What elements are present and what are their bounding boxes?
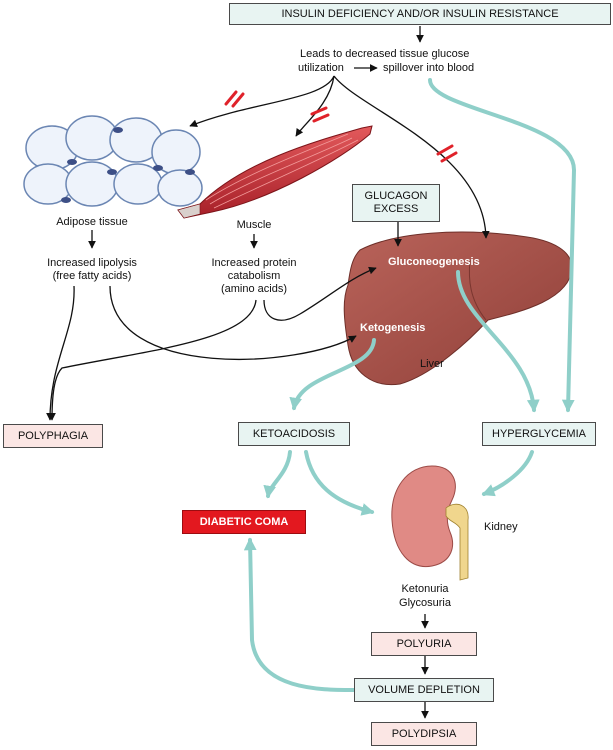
arrow-protein-to-polyphagia [48, 299, 257, 421]
arrow-protein-to-gluconeogenesis [263, 266, 377, 321]
adipose-tissue-illustration [23, 115, 203, 207]
liver-lobe-line [468, 259, 487, 321]
utilization-label: utilization [298, 62, 344, 74]
arrow-leads-to-adipose [189, 75, 335, 128]
arrow-volume-depletion-to-coma [243, 537, 356, 692]
glucagon-excess-box: GLUCAGON EXCESS [352, 184, 440, 222]
ketonuria-label: Ketonuria [401, 583, 449, 595]
arrow-gluconeogenesis-to-hyperglycemia [456, 270, 540, 413]
block-mark-adipose [224, 90, 245, 108]
arrow-ketoacidosis-to-kidney [304, 450, 375, 516]
muscle-label: Muscle [236, 219, 272, 231]
arrow-ketoacidosis-to-coma [263, 450, 292, 499]
protein-line3-label: (amino acids) [220, 283, 288, 295]
muscle-illustration [177, 125, 373, 219]
block-mark-liver [436, 144, 458, 163]
polydipsia-box: POLYDIPSIA [371, 722, 477, 746]
hyperglycemia-box: HYPERGLYCEMIA [482, 422, 596, 446]
lipolysis-line1-label: Increased lipolysis [47, 257, 137, 269]
block-mark-muscle [310, 106, 330, 123]
ketogenesis-label: Ketogenesis [360, 322, 426, 334]
glucagon-line2: EXCESS [373, 203, 419, 215]
arrow-leads-to-liver [333, 75, 490, 239]
polyphagia-box: POLYPHAGIA [3, 424, 103, 448]
glucagon-line1: GLUCAGON [364, 190, 428, 202]
protein-line2-label: catabolism [227, 270, 281, 282]
spillover-label: spillover into blood [383, 62, 475, 74]
volume-depletion-box: VOLUME DEPLETION [354, 678, 494, 702]
arrow-lipolysis-to-polyphagia [46, 285, 75, 421]
glycosuria-label: Glycosuria [399, 597, 451, 609]
ketoacidosis-box: KETOACIDOSIS [238, 422, 350, 446]
gluconeogenesis-label: Gluconeogenesis [388, 256, 480, 268]
liver-illustration [343, 231, 573, 386]
adipose-tissue-label: Adipose tissue [56, 216, 128, 228]
diabetic-coma-box: DIABETIC COMA [182, 510, 306, 534]
polyuria-box: POLYURIA [371, 632, 477, 656]
arrow-spillover-to-hyperglycemia [428, 78, 577, 413]
lipolysis-line2-label: (free fatty acids) [52, 270, 132, 282]
protein-line1-label: Increased protein [211, 257, 297, 269]
arrow-leads-to-muscle [295, 75, 335, 137]
leads-line1-label: Leads to decreased tissue glucose [300, 48, 470, 60]
arrow-hyperglycemia-to-kidney [481, 450, 534, 497]
arrow-lipolysis-to-ketogenesis [109, 285, 357, 361]
arrow-ketogenesis-to-ketoacidosis [289, 338, 376, 411]
kidney-label: Kidney [484, 521, 518, 533]
liver-label: Liver [420, 358, 444, 370]
insulin-deficiency-box: INSULIN DEFICIENCY AND/OR INSULIN RESIST… [229, 3, 611, 25]
kidney-illustration [391, 465, 469, 581]
